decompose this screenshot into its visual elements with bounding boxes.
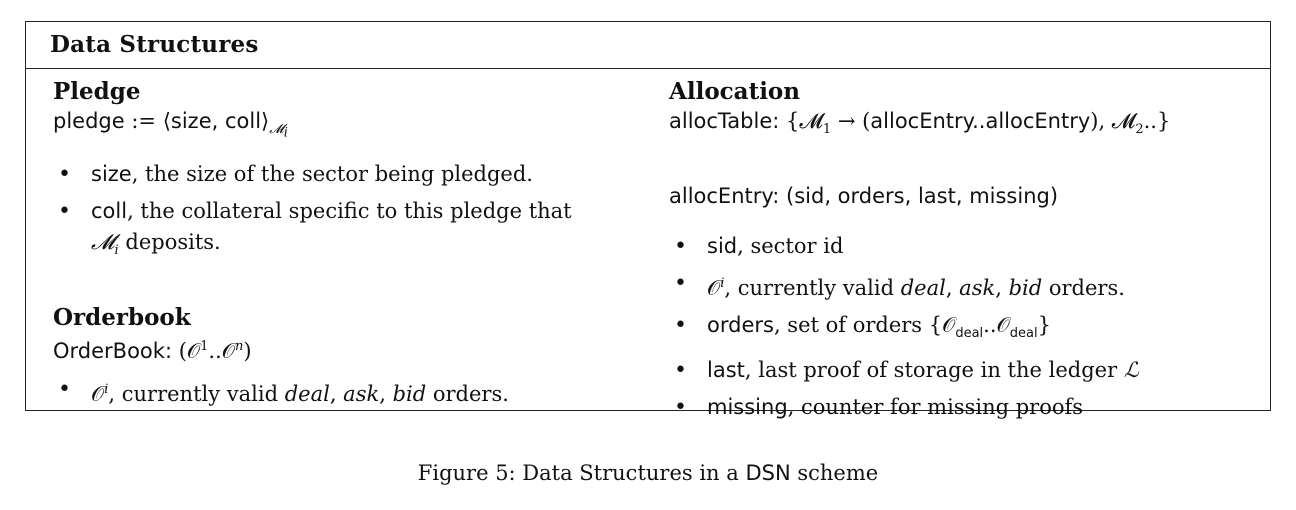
orderbook-def-sup1: 1 [200,339,209,354]
alloc-bullet-orders-close: } [1037,313,1051,338]
pledge-def-name: pledge [53,109,125,133]
orderbook-bullet-deal: deal [284,382,330,406]
pledge-bullet-size-term: size [91,161,132,186]
orderbook-definition: OrderBook: (𝒪1..𝒪n) [53,332,633,366]
alloc-bullet-orders-term: orders [707,313,774,338]
pledge-def-sub-i: i [283,125,288,141]
pledge-def-sub: 𝓜 [269,122,284,138]
orderbook-def-name: OrderBook: [53,339,173,363]
orderbook-def-open: (𝒪 [172,339,201,363]
alloc-entry-name: allocEntry: [669,184,780,209]
pledge-heading: Pledge [53,78,141,105]
figure-caption: Figure 5: Data Structures in a DSN schem… [0,461,1296,485]
pledge-def-assign: := ⟨ [124,109,171,133]
alloc-bullet-sid: sid, sector id [669,231,1259,262]
alloc-bullet-orders-sub2: deal [1009,326,1038,342]
alloc-bullet-oi: 𝒪i, currently valid deal, ask, bid order… [669,268,1259,304]
alloc-bullet-orders-mid: ..𝒪 [983,313,1010,338]
alloc-bullet-missing: missing, counter for missing proofs [669,392,1259,423]
pledge-bullet-coll: coll, the collateral specific to this pl… [53,196,633,266]
orderbook-def-close: ) [243,339,252,363]
caption-suffix: scheme [790,461,879,485]
alloc-bullet-last-text: , last proof of storage in the ledger [744,358,1124,383]
orderbook-bullet-oi: 𝒪i, currently valid deal, ask, bid order… [53,374,633,410]
alloc-table-name: allocTable: [669,109,780,133]
orderbook-bullet-ask: ask [343,382,380,406]
alloc-bullet-orders-text: , set of orders {𝒪 [773,313,956,338]
alloc-table-v3: ), 𝓜 [1090,109,1136,133]
alloc-bullet-oi-deal: deal [900,276,946,301]
title-divider [26,68,1270,69]
caption-dsn: DSN [745,461,791,485]
alloc-entry-definition: allocEntry: (sid, orders, last, missing) [669,181,1259,211]
orderbook-bullet-c1: , [329,382,344,406]
alloc-table-entries: allocEntry..allocEntry [870,109,1091,133]
pledge-definition: pledge := ⟨size, coll⟩𝓜i [53,106,633,149]
orderbook-bullet-sym: 𝒪 [91,382,105,406]
alloc-bullet-missing-text: , counter for missing proofs [787,395,1084,420]
orderbook-heading: Orderbook [53,304,191,331]
alloc-bullet-oi-c1: , [945,276,960,301]
pledge-bullet-coll-sub: i [114,242,119,258]
alloc-entry-value: (sid, orders, last, missing) [779,184,1059,209]
orderbook-def-supn: n [235,339,244,354]
alloc-table-v4: ..} [1143,109,1171,133]
pledge-def-close: ⟩ [261,109,270,133]
orderbook-bullet-pre: , currently valid [108,382,285,406]
alloc-bullet-oi-sym: 𝒪 [707,276,721,301]
alloc-table-sub2: 2 [1135,122,1144,138]
allocation-section: Allocation allocTable: {𝓜1 → (allocEntry… [669,78,1259,423]
pledge-bullet-coll-text: , the collateral specific to this pledge… [127,198,572,223]
box-title: Data Structures [50,31,259,58]
alloc-table-v1: {𝓜 [779,109,823,133]
pledge-bullet-size: size, the size of the sector being pledg… [53,159,633,190]
alloc-bullet-sid-text: , sector id [737,234,844,259]
orderbook-section: Orderbook OrderBook: (𝒪1..𝒪n) 𝒪i, curren… [53,304,633,410]
orderbook-bullet-post: orders. [426,382,509,406]
data-structures-box: Data Structures Pledge pledge := ⟨size, … [25,21,1271,423]
alloc-bullet-oi-bid: bid [1008,276,1043,301]
alloc-bullet-oi-post: orders. [1042,276,1125,301]
pledge-bullet-coll-cont: deposits. [118,229,221,254]
alloc-bullet-orders: orders, set of orders {𝒪deal..𝒪deal} [669,310,1259,349]
alloc-bullet-last-sym: ℒ [1123,358,1139,383]
alloc-bullet-last: last, last proof of storage in the ledge… [669,355,1259,386]
alloc-bullet-last-term: last [707,358,745,383]
alloc-table-sub1: 1 [822,122,832,138]
pledge-def-fields: size, coll [170,109,262,133]
alloc-bullet-oi-pre: , currently valid [724,276,901,301]
orderbook-bullet-bid: bid [392,382,427,406]
alloc-table-v2: → ( [831,109,871,133]
alloc-bullet-sid-term: sid [707,234,738,259]
pledge-section: Pledge pledge := ⟨size, coll⟩𝓜i size, th… [53,78,633,266]
allocation-heading: Allocation [669,78,800,105]
pledge-bullet-coll-term: coll [91,198,128,223]
pledge-bullet-size-text: , the size of the sector being pledged. [131,161,533,186]
orderbook-bullet-sup: i [104,382,109,397]
orderbook-def-mid: ..𝒪 [208,339,236,363]
orderbook-bullet-c2: , [379,382,393,406]
alloc-bullet-oi-ask: ask [959,276,996,301]
alloc-bullet-oi-sup: i [720,276,725,292]
alloc-table-definition: allocTable: {𝓜1 → (allocEntry..allocEntr… [669,106,1259,145]
caption-prefix: Figure 5: Data Structures in a [417,461,746,485]
alloc-bullet-missing-term: missing [707,395,788,420]
alloc-bullet-orders-sub1: deal [955,326,984,342]
alloc-bullet-oi-c2: , [995,276,1009,301]
pledge-bullet-coll-sym: 𝓜 [91,229,115,254]
